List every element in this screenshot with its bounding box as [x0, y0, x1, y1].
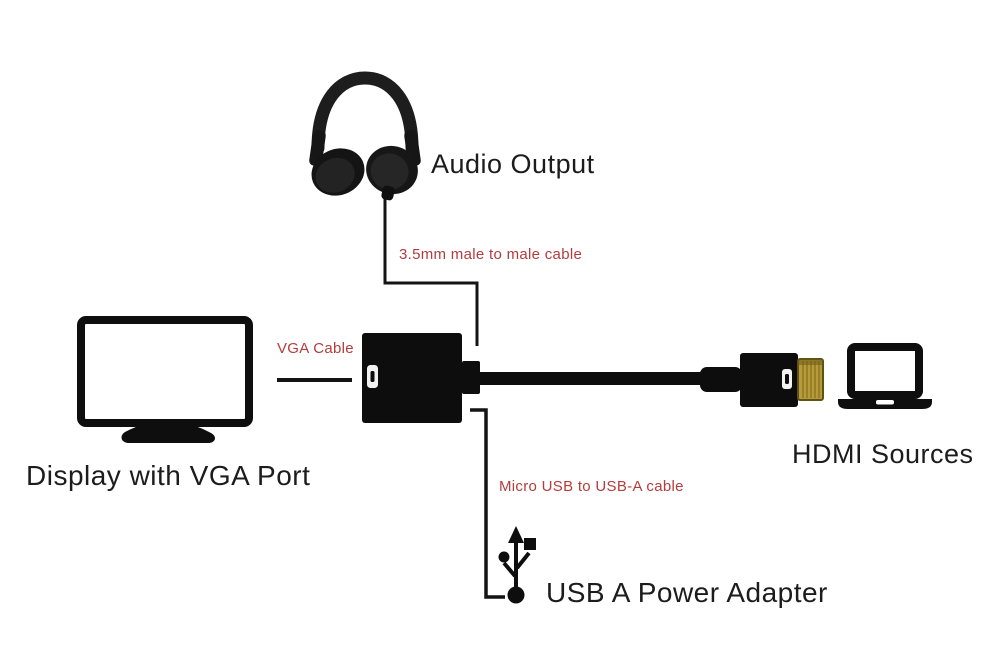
usb-cable-line [470, 408, 505, 599]
usb-power-adapter-label: USB A Power Adapter [546, 577, 828, 608]
headphones-icon [309, 71, 421, 201]
audio-output-label: Audio Output [431, 149, 595, 179]
hdmi-connector-body [740, 353, 798, 407]
audio-cable-annotation: 3.5mm male to male cable [399, 246, 583, 263]
laptop-icon [838, 343, 932, 409]
hdmi-cable [478, 372, 702, 385]
hdmi-to-vga-adapter-icon [362, 333, 824, 423]
hdmi-sources-label: HDMI Sources [792, 439, 974, 469]
display-vga-port-label: Display with VGA Port [26, 460, 311, 491]
usb-trident-icon [498, 526, 536, 604]
usb-cable-annotation: Micro USB to USB-A cable [499, 478, 684, 495]
vga-cable-annotation: VGA Cable [277, 340, 354, 357]
monitor-icon [77, 316, 253, 443]
monitor-stand [121, 421, 215, 443]
adapter-body [362, 333, 462, 423]
audio-cable-line [383, 193, 479, 346]
